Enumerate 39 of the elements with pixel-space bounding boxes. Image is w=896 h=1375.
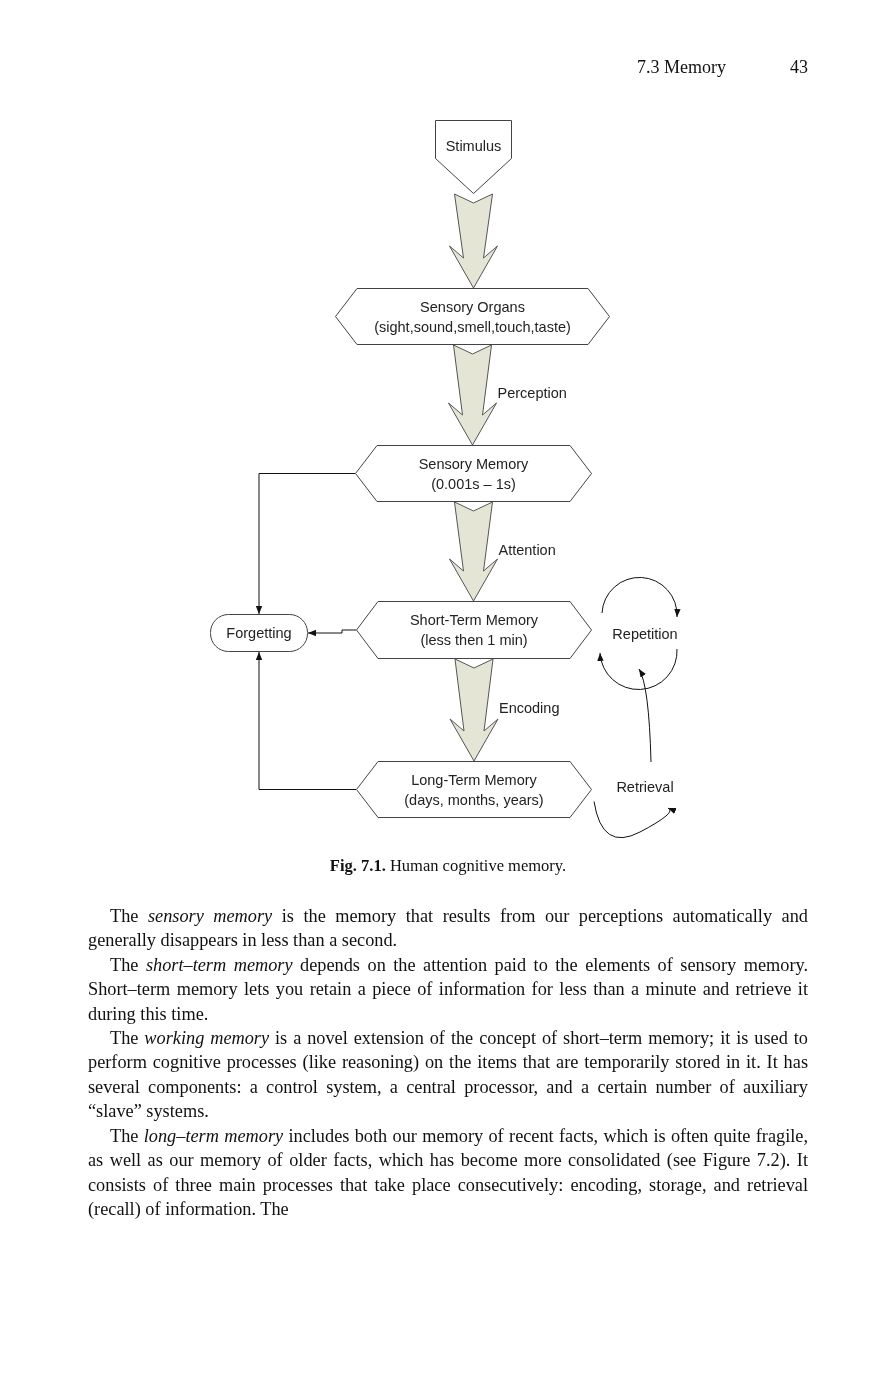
node-detail: (less then 1 min) — [420, 631, 528, 650]
block-arrow — [449, 193, 498, 289]
arrow — [601, 576, 681, 618]
block-arrow — [449, 501, 498, 602]
node-title: Sensory Organs — [420, 297, 525, 317]
edge-label: Perception — [497, 385, 567, 401]
running-header: 7.3 Memory — [637, 57, 726, 78]
figure-caption: Fig. 7.1. Human cognitive memory. — [328, 856, 568, 876]
arrow — [597, 648, 678, 691]
node-detail: (days, months, years) — [404, 790, 544, 810]
edge-label: Attention — [498, 541, 556, 558]
node-title: Short-Term Memory — [409, 611, 539, 630]
terminal-box — [210, 614, 308, 652]
stimulus-pentagon — [435, 120, 512, 194]
arrow — [593, 801, 677, 839]
page-number: 43 — [790, 57, 808, 78]
node-detail: (sight,sound,smell,touch,taste) — [374, 317, 571, 337]
node-title: Sensory Memory — [418, 454, 529, 474]
node-title: Forgetting — [226, 624, 292, 643]
process-hexagon — [335, 288, 610, 345]
body-paragraph: The short–term memory depends on the attention paid to the elements of sensory memory. Short–term memory lets you retain a piece of information for less than a minute and retrieve it during this time. — [88, 954, 808, 1026]
node-detail: (0.001s – 1s) — [431, 474, 516, 494]
process-hexagon — [355, 445, 592, 502]
node-label: Retrieval — [616, 778, 674, 797]
body-paragraph: The sensory memory is the memory that results from our perceptions automatically and generally disappears in less than a second. — [88, 905, 808, 953]
block-arrow — [448, 344, 497, 446]
process-hexagon — [356, 761, 592, 818]
node-label: Repetition — [612, 625, 678, 644]
node-title: Stimulus — [445, 137, 502, 156]
process-hexagon — [356, 601, 592, 659]
node-title: Long-Term Memory — [411, 770, 537, 790]
arrow — [255, 651, 357, 790]
arrow — [307, 629, 357, 637]
arrow — [638, 668, 652, 763]
body-paragraph: The working memory is a novel extension of the concept of short–term memory; it is used to perform cognitive processes (like reasoning) on the items that are temporarily stored in it. It has several components: a control system, a central processor, and a certain number of auxiliary “slave” systems. — [88, 1027, 808, 1124]
block-arrow — [449, 658, 499, 762]
edge-label: Encoding — [499, 700, 560, 716]
body-paragraph: The long–term memory includes both our memory of recent facts, which is often quite fragile, as well as our memory of older facts, which has become more consolidated (see Figure 7.2). It consists of three main processes that take place consecutively: encoding, storage, and retrieval (recall) of information. The — [88, 1125, 808, 1222]
arrow — [255, 473, 356, 615]
